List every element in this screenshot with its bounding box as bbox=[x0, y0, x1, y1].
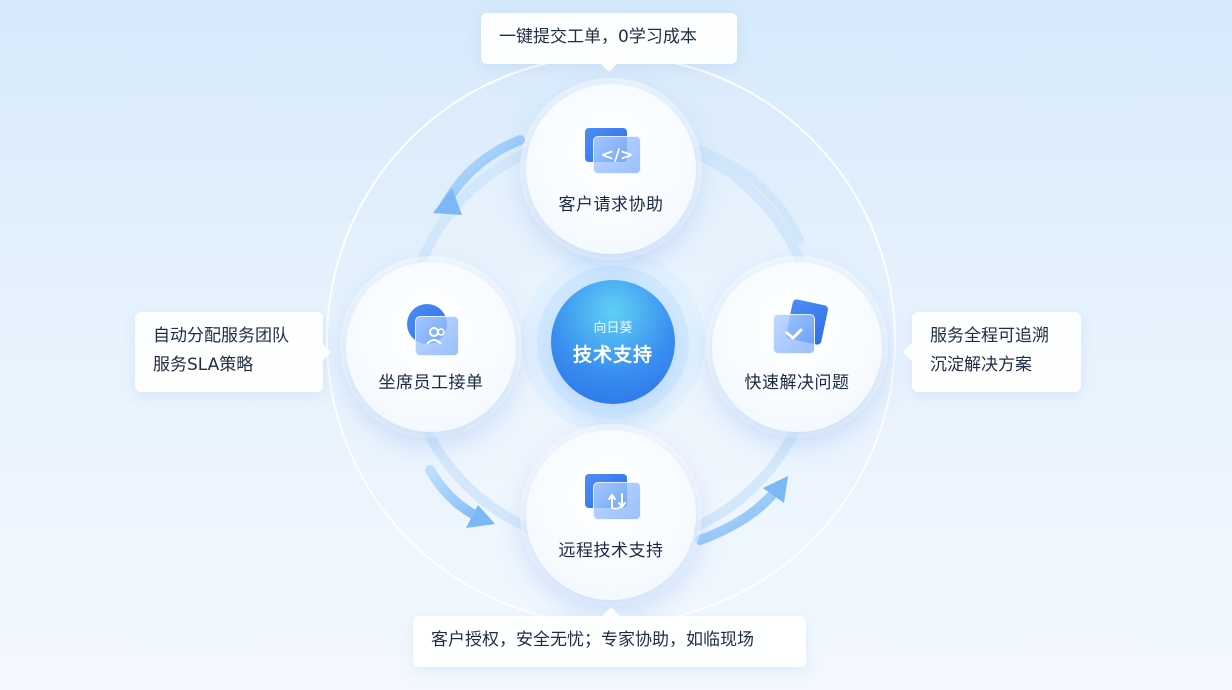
node-remote-support: 远程技术支持 bbox=[526, 430, 696, 600]
node-agent-accept: 坐席员工接单 bbox=[346, 262, 516, 432]
center-title: 技术支持 bbox=[572, 344, 653, 366]
callout-bottom-line-1: 客户授权，安全无忧；专家协助，如临现场 bbox=[431, 630, 754, 650]
callout-left-line-2: 服务SLA策略 bbox=[153, 355, 254, 375]
callout-top-tail bbox=[600, 63, 618, 72]
check-shield-icon bbox=[765, 298, 829, 354]
arrow-head-bottom-left-icon bbox=[466, 505, 495, 528]
arrow-head-bottom-right-icon bbox=[763, 476, 788, 503]
callout-right-line-1: 服务全程可追溯 bbox=[930, 326, 1049, 346]
callout-right-line-2: 沉淀解决方案 bbox=[930, 355, 1032, 375]
code-window-icon: </> bbox=[579, 124, 643, 176]
callout-left-line-1: 自动分配服务团队 bbox=[153, 326, 289, 346]
callout-left-tail bbox=[322, 343, 331, 361]
team-users-icon bbox=[399, 302, 463, 356]
callout-bottom: 客户授权，安全无忧；专家协助，如临现场 bbox=[413, 616, 806, 667]
node-customer-request: </> 客户请求协助 bbox=[526, 84, 696, 254]
node-label-top: 客户请求协助 bbox=[558, 194, 664, 215]
node-resolve-problem: 快速解决问题 bbox=[712, 262, 882, 432]
node-label-left: 坐席员工接单 bbox=[378, 372, 484, 393]
node-label-bottom: 远程技术支持 bbox=[558, 540, 664, 561]
callout-bottom-tail bbox=[602, 607, 620, 616]
center-subtitle: 向日葵 bbox=[593, 321, 633, 336]
callout-top: 一键提交工单，0学习成本 bbox=[481, 13, 737, 64]
arc-top-right bbox=[696, 146, 804, 244]
transfer-arrows-icon bbox=[579, 470, 643, 522]
callout-right: 服务全程可追溯 沉淀解决方案 bbox=[912, 312, 1081, 392]
arrow-head-top-left-icon bbox=[433, 188, 462, 215]
callout-top-line-1: 一键提交工单，0学习成本 bbox=[499, 27, 697, 47]
callout-left: 自动分配服务团队 服务SLA策略 bbox=[135, 312, 323, 392]
callout-right-tail bbox=[903, 343, 912, 361]
center-hub: 向日葵 技术支持 bbox=[551, 280, 675, 404]
node-label-right: 快速解决问题 bbox=[744, 372, 850, 393]
